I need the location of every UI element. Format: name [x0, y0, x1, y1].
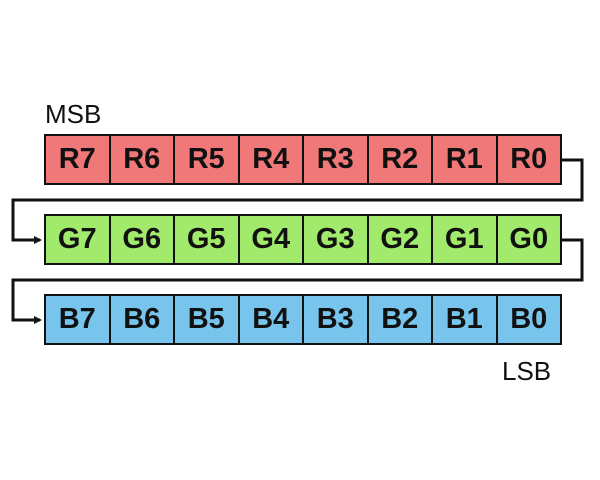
green-byte-row: G7 G6 G5 G4 G3 G2 G1 G0 [44, 214, 562, 265]
bit-cell: R5 [175, 136, 240, 183]
bit-cell: B3 [304, 296, 369, 343]
bit-cell: R7 [46, 136, 111, 183]
bit-cell: G5 [175, 216, 240, 263]
bit-cell: B1 [433, 296, 498, 343]
bit-cell: B7 [46, 296, 111, 343]
bit-cell: G1 [433, 216, 498, 263]
msb-label: MSB [45, 99, 102, 129]
bit-cell: B6 [110, 296, 175, 343]
bit-cell: B2 [368, 296, 433, 343]
bit-cell: R4 [239, 136, 304, 183]
bit-cell: B4 [239, 296, 304, 343]
bit-cell: G2 [368, 216, 433, 263]
bit-cell: R3 [304, 136, 369, 183]
bit-cell: B5 [175, 296, 240, 343]
bit-cell: G7 [46, 216, 111, 263]
bit-cell: B0 [497, 296, 562, 343]
bit-cell: R6 [110, 136, 175, 183]
red-byte-row: R7 R6 R5 R4 R3 R2 R1 R0 [44, 134, 562, 185]
blue-byte-row: B7 B6 B5 B4 B3 B2 B1 B0 [44, 294, 562, 345]
bit-cell: G4 [239, 216, 304, 263]
bit-cell: R1 [433, 136, 498, 183]
bit-cell: R0 [497, 136, 562, 183]
bit-cell: G3 [304, 216, 369, 263]
lsb-label: LSB [502, 356, 552, 386]
bit-cell: R2 [368, 136, 433, 183]
bit-cell: G6 [110, 216, 175, 263]
bit-cell: G0 [497, 216, 562, 263]
